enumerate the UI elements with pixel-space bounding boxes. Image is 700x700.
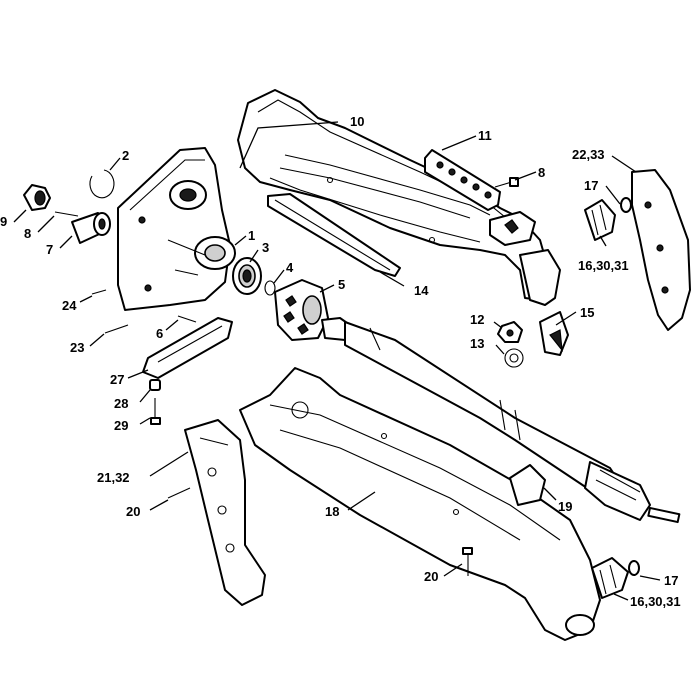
- part-17-damper-top: [620, 197, 632, 213]
- leader-lines: [13, 121, 661, 601]
- part-3-ball-bearing: [232, 257, 262, 295]
- callout-24: 24: [62, 298, 77, 313]
- part-7-bushing: [71, 212, 111, 244]
- part-24-screw: [91, 289, 107, 295]
- part-10-upper-housing: [237, 89, 561, 306]
- callout-7: 7: [46, 242, 53, 257]
- callout-22-33: 22,33: [572, 147, 605, 162]
- callout-14: 14: [414, 283, 429, 298]
- part-20-screw-left: [167, 487, 191, 499]
- callout-16-30-31-bottom: 16,30,31: [630, 594, 681, 609]
- callout-4: 4: [286, 260, 294, 275]
- part-11-bracket-plate: [424, 149, 501, 211]
- part-13-lock-washer: [504, 348, 524, 368]
- part-9-knob: [23, 184, 51, 211]
- callout-16-30-31-top: 16,30,31: [578, 258, 629, 273]
- part-29-screw: [150, 398, 161, 425]
- part-4-circlip: [264, 280, 276, 296]
- callout-20-bottom: 20: [424, 569, 438, 584]
- callout-1: 1: [248, 228, 255, 243]
- part-16-av-buffer-bottom: [591, 557, 629, 599]
- callout-29: 29: [114, 418, 128, 433]
- callout-18: 18: [325, 504, 339, 519]
- part-18-lower-housing: [239, 367, 601, 641]
- callout-2: 2: [122, 148, 129, 163]
- part-28-pin: [149, 379, 161, 391]
- callout-17-top: 17: [584, 178, 598, 193]
- part-20-screw-bottom: [462, 547, 473, 576]
- part-21-side-cover: [184, 419, 266, 606]
- part-1-gear-housing: [117, 147, 236, 311]
- part-15-stop-block: [539, 311, 569, 356]
- callout-19: 19: [558, 499, 572, 514]
- part-5-gear: [274, 279, 329, 341]
- callout-3: 3: [262, 240, 269, 255]
- part-8-screw-top: [494, 177, 519, 188]
- part-22-end-cap: [631, 169, 691, 331]
- callout-6: 6: [156, 326, 163, 341]
- part-6-screw: [177, 315, 197, 323]
- part-23-screw: [104, 324, 129, 334]
- callout-10: 10: [350, 114, 364, 129]
- callout-27: 27: [110, 372, 124, 387]
- part-16-av-buffer-top: [584, 199, 616, 241]
- callout-labels: 10 11 8 2 9 8 7 1 3 4 5 14 15 12 13 24 2…: [0, 114, 681, 609]
- part-2-snap-ring: [89, 169, 115, 199]
- callout-5: 5: [338, 277, 345, 292]
- part-8-screw-left: [54, 211, 79, 217]
- callout-23: 23: [70, 340, 84, 355]
- part-19-wedge-block: [509, 464, 546, 506]
- part-17-damper-bottom: [628, 560, 640, 576]
- callout-8-top: 8: [538, 165, 545, 180]
- callout-12: 12: [470, 312, 484, 327]
- callout-15: 15: [580, 305, 594, 320]
- callout-28: 28: [114, 396, 128, 411]
- part-14-guide-strip: [267, 193, 401, 277]
- callout-11: 11: [478, 128, 492, 143]
- callout-13: 13: [470, 336, 484, 351]
- callout-20-left: 20: [126, 504, 140, 519]
- callout-21-32: 21,32: [97, 470, 130, 485]
- callout-8-left: 8: [24, 226, 31, 241]
- part-12-nut: [497, 321, 523, 343]
- callout-17-bottom: 17: [664, 573, 678, 588]
- drive-tube-assembly: [321, 317, 681, 524]
- callout-9: 9: [0, 214, 7, 229]
